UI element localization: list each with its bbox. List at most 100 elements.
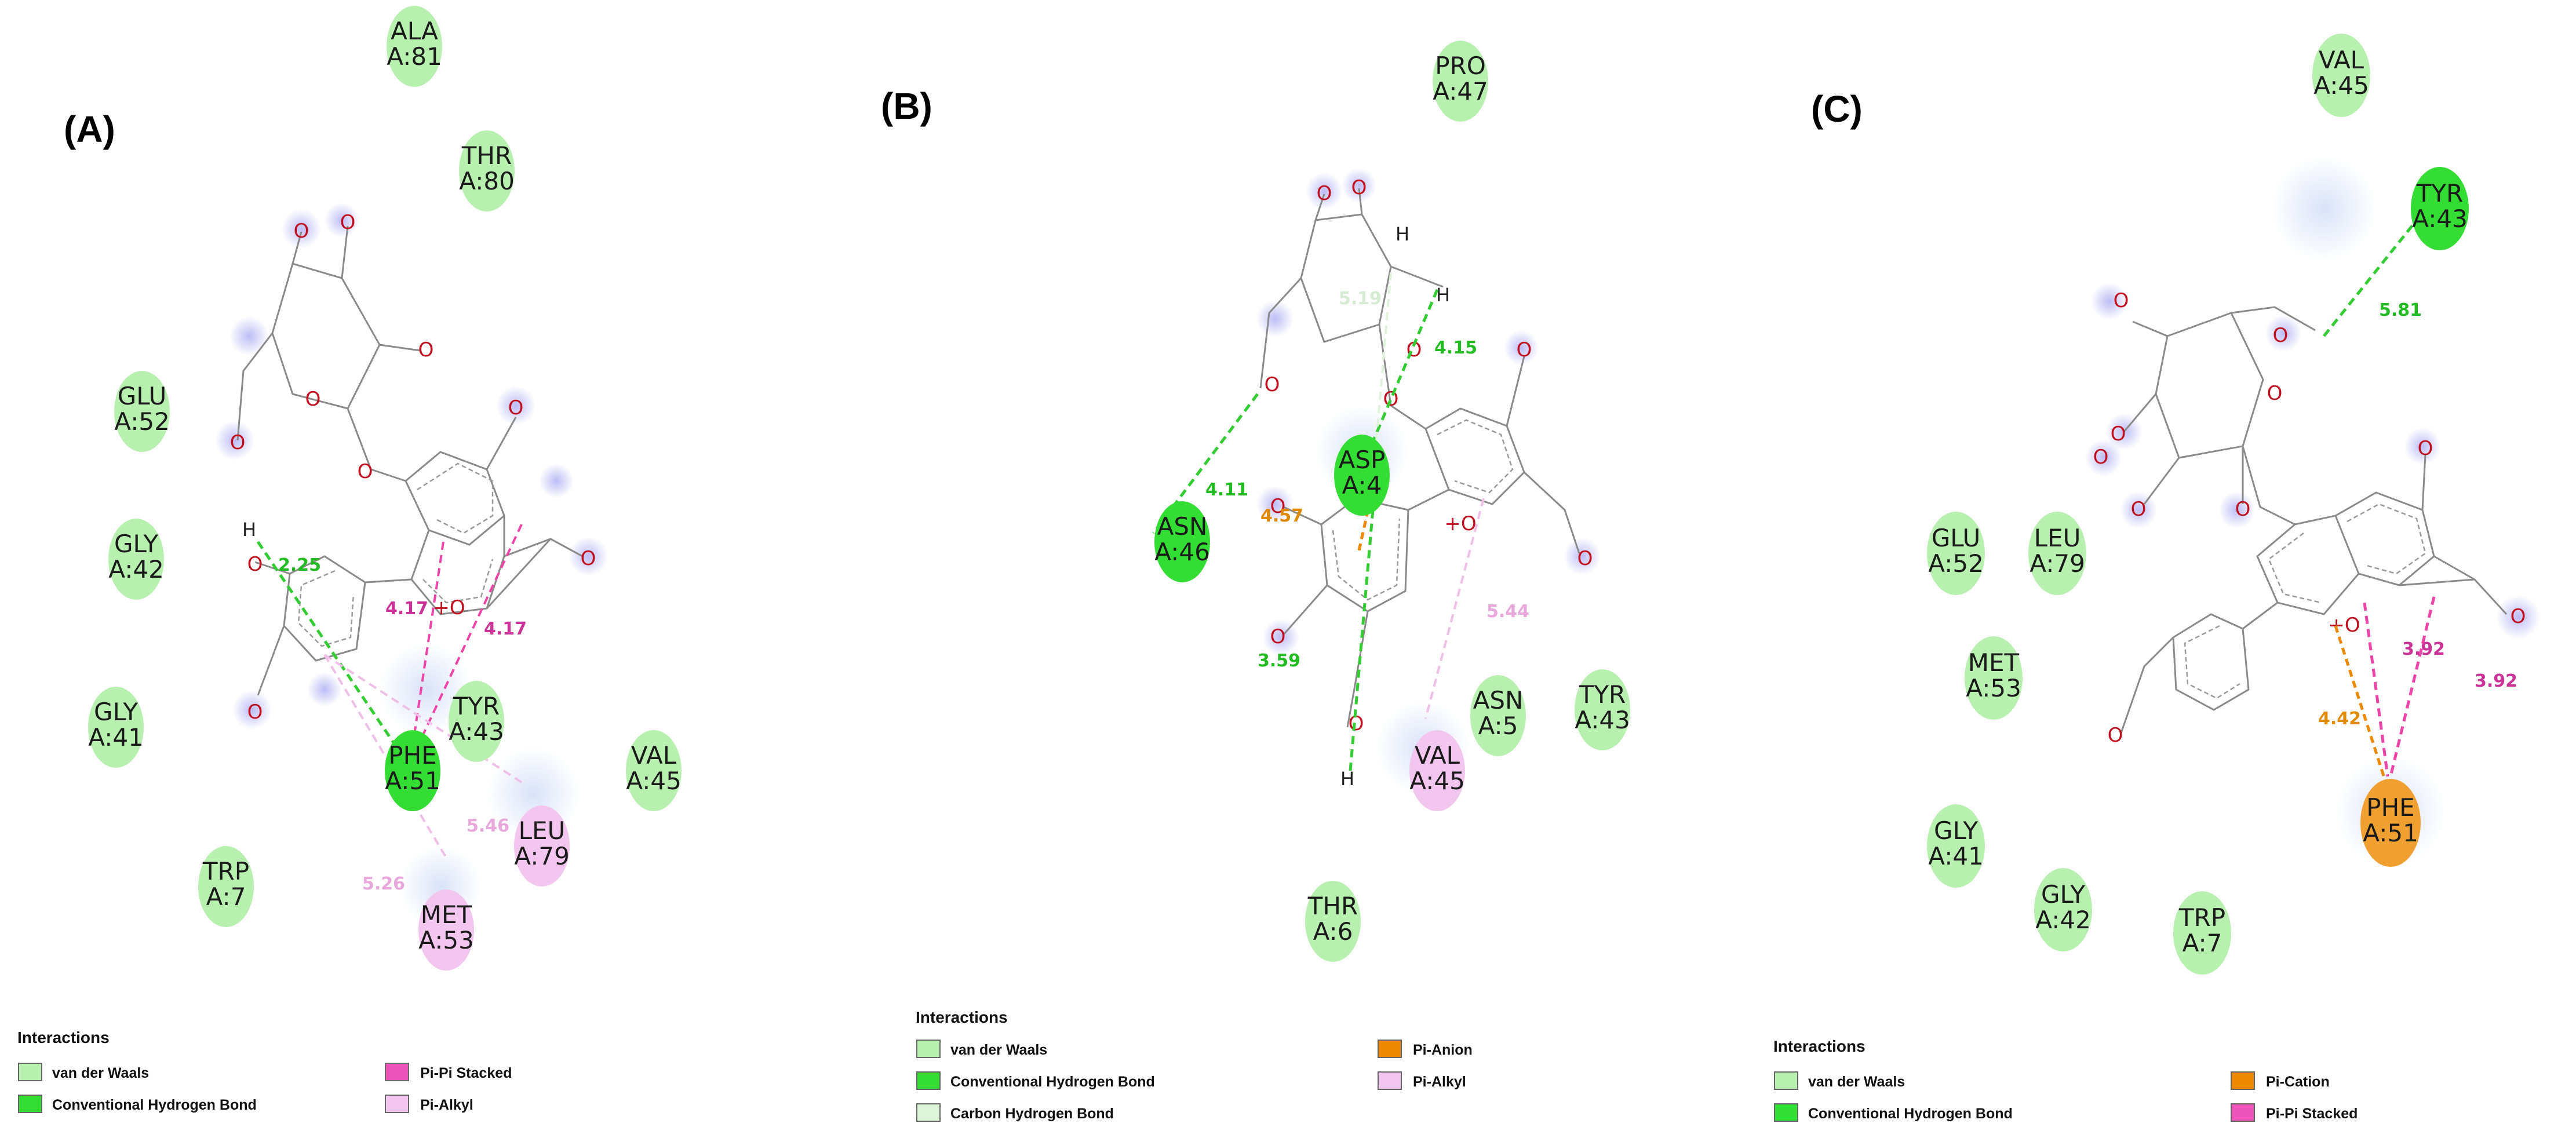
svg-text:Pi-Cation: Pi-Cation	[2266, 1074, 2330, 1090]
panel-a: (A)	[17, 6, 682, 1113]
svg-text:ASP: ASP	[1339, 446, 1386, 474]
svg-text:O: O	[2111, 422, 2126, 446]
distance-label: 4.15	[1434, 338, 1477, 358]
svg-text:O: O	[1265, 373, 1280, 396]
panel-c-interactions: 5.81 3.92 3.92 4.42	[2318, 219, 2517, 780]
svg-text:GLY: GLY	[114, 530, 158, 558]
distance-label: 3.59	[1258, 651, 1300, 671]
svg-text:GLY: GLY	[1934, 816, 1978, 845]
svg-text:TRP: TRP	[202, 857, 249, 885]
residue-node: TRP A:7	[2173, 891, 2231, 975]
panel-b-label: (B)	[881, 85, 932, 127]
residue-node: ALA A:81	[387, 6, 442, 87]
svg-text:van der Waals: van der Waals	[52, 1065, 149, 1081]
svg-text:A:51: A:51	[385, 767, 440, 795]
svg-text:MET: MET	[1968, 648, 2020, 677]
svg-text:O: O	[294, 220, 309, 243]
svg-text:O: O	[247, 701, 263, 724]
svg-text:LEU: LEU	[519, 816, 566, 845]
svg-text:+O: +O	[433, 596, 465, 619]
residue-node: PRO A:47	[1433, 41, 1488, 122]
panel-b-ligand: O O O O O O O +O O O O H H H	[1256, 168, 1601, 794]
residue-node: GLY A:42	[2034, 868, 2092, 951]
svg-text:O: O	[2093, 446, 2109, 469]
svg-text:A:79: A:79	[2030, 549, 2085, 578]
svg-text:A:45: A:45	[2313, 71, 2369, 100]
residue-node: GLY A:41	[88, 687, 144, 768]
panel-b-residues: PRO A:47 ASP A:4 ASN A:46 ASN A:5 TYR	[1154, 41, 1630, 962]
residue-node: GLY A:41	[1927, 804, 1985, 888]
distance-label: 3.92	[2402, 639, 2445, 659]
residue-node: LEU A:79	[514, 805, 570, 887]
residue-node: GLU A:52	[1927, 512, 1985, 595]
panel-c-legend: Interactions van der Waals Conventional …	[1773, 1037, 2358, 1122]
svg-text:A:41: A:41	[1928, 842, 1984, 870]
svg-text:TRP: TRP	[2178, 903, 2225, 932]
svg-text:THR: THR	[1307, 892, 1358, 920]
svg-text:A:43: A:43	[449, 717, 504, 746]
svg-text:PRO: PRO	[1435, 52, 1486, 80]
svg-text:PHE: PHE	[388, 741, 436, 770]
residue-node: TYR A:43	[1575, 669, 1630, 750]
svg-text:A:53: A:53	[418, 926, 474, 954]
svg-text:Carbon Hydrogen Bond: Carbon Hydrogen Bond	[950, 1106, 1114, 1122]
distance-label: 4.17	[484, 619, 527, 639]
svg-text:O: O	[247, 553, 263, 576]
panel-c-ligand: O O O O O O O O O O +O	[2085, 156, 2540, 866]
svg-text:Interactions: Interactions	[17, 1029, 110, 1046]
panel-a-interactions: 2.25 4.17 4.17 5.46 5.26	[256, 524, 527, 894]
svg-text:O: O	[1577, 547, 1593, 570]
residue-node: ASN A:46	[1154, 501, 1210, 582]
svg-text:van der Waals: van der Waals	[950, 1042, 1047, 1058]
svg-text:Interactions: Interactions	[1773, 1037, 1865, 1055]
svg-text:A:42: A:42	[108, 555, 164, 584]
svg-text:A:45: A:45	[1409, 767, 1465, 795]
svg-text:H: H	[1340, 768, 1354, 790]
panel-c-label: (C)	[1811, 88, 1863, 130]
residue-node: PHE A:51	[385, 730, 440, 811]
svg-text:O: O	[508, 396, 524, 420]
svg-text:TYR: TYR	[1579, 680, 1626, 709]
residue-node: VAL A:45	[1409, 730, 1465, 811]
svg-text:O: O	[305, 388, 321, 411]
residue-node: LEU A:79	[2028, 512, 2086, 595]
panel-b-legend: Interactions van der Waals Conventional …	[916, 1008, 1473, 1122]
residue-node: ASN A:5	[1470, 675, 1526, 756]
svg-text:O: O	[2131, 498, 2147, 521]
distance-label: 2.25	[278, 555, 321, 575]
svg-text:Pi-Anion: Pi-Anion	[1413, 1042, 1473, 1058]
svg-text:Conventional Hydrogen Bond: Conventional Hydrogen Bond	[950, 1074, 1155, 1090]
svg-text:A:4: A:4	[1342, 471, 1382, 499]
svg-text:A:7: A:7	[2183, 929, 2222, 957]
svg-text:Conventional Hydrogen Bond: Conventional Hydrogen Bond	[52, 1097, 257, 1113]
svg-text:LEU: LEU	[2034, 524, 2081, 552]
panel-c-residues: VAL A:45 TYR A:43 GLU A:52 LEU A:79 MET	[1927, 34, 2469, 975]
svg-text:Pi-Pi Stacked: Pi-Pi Stacked	[2266, 1106, 2358, 1122]
distance-label: 4.17	[385, 599, 428, 619]
svg-text:O: O	[1317, 182, 1332, 205]
svg-text:A:5: A:5	[1478, 712, 1518, 740]
svg-text:Pi-Pi Stacked: Pi-Pi Stacked	[420, 1065, 512, 1081]
svg-text:+O: +O	[1444, 512, 1476, 535]
distance-label: 5.19	[1339, 289, 1382, 309]
svg-text:O: O	[2273, 324, 2289, 347]
svg-text:H: H	[1396, 223, 1409, 245]
svg-text:ALA: ALA	[391, 17, 438, 45]
svg-text:O: O	[1351, 176, 1367, 199]
svg-text:O: O	[1383, 388, 1399, 411]
svg-text:GLU: GLU	[1932, 524, 1981, 552]
svg-text:VAL: VAL	[1415, 741, 1460, 770]
svg-text:O: O	[2235, 498, 2251, 521]
svg-text:TYR: TYR	[2416, 179, 2464, 207]
distance-label: 5.46	[467, 816, 509, 836]
svg-text:PHE: PHE	[2366, 793, 2414, 822]
svg-text:H: H	[242, 519, 256, 541]
distance-label: 4.57	[1260, 506, 1303, 526]
svg-text:O: O	[358, 460, 373, 483]
svg-text:A:7: A:7	[206, 883, 246, 911]
svg-text:O: O	[581, 547, 596, 570]
residue-node: MET A:53	[418, 889, 474, 971]
svg-text:O: O	[2418, 437, 2433, 460]
residue-node: VAL A:45	[626, 730, 682, 811]
